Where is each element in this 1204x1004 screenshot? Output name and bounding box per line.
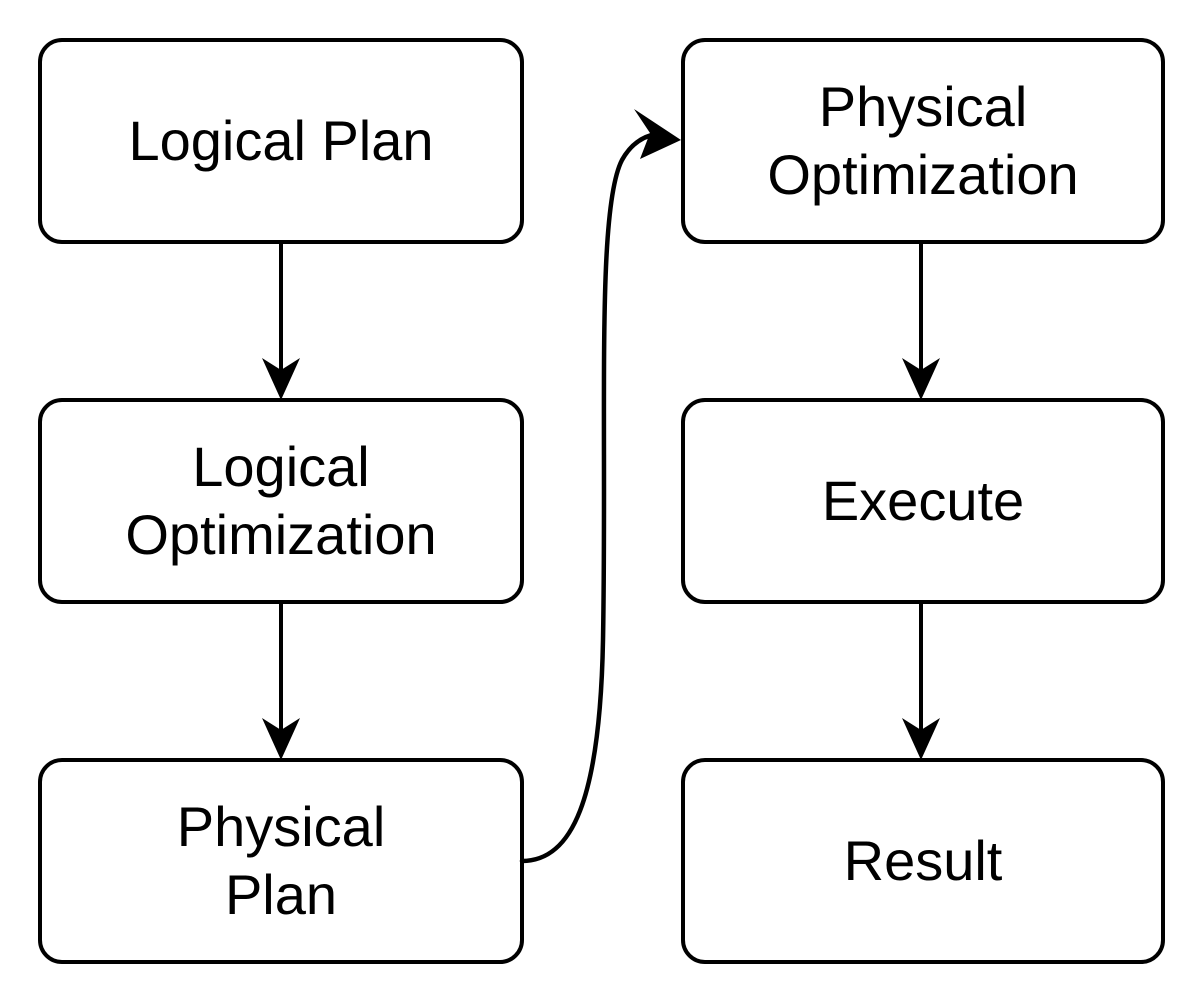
node-physical-plan[interactable]: Physical Plan — [38, 758, 524, 964]
node-execute[interactable]: Execute — [681, 398, 1165, 604]
edge-physical-plan-to-physical-optimization — [519, 109, 681, 864]
node-physical-plan-label-line-2: Plan — [225, 863, 337, 926]
node-physical-optimization-label-line-2: Optimization — [767, 143, 1078, 206]
edge-1-arrowhead-icon — [262, 358, 300, 400]
edge-3-arrowhead-icon — [634, 109, 681, 159]
node-logical-plan[interactable]: Logical Plan — [38, 38, 524, 244]
edge-4-arrowhead-icon — [902, 358, 940, 400]
node-physical-optimization[interactable]: Physical Optimization — [681, 38, 1165, 244]
node-result-label-line-1: Result — [844, 829, 1003, 892]
edge-logical-optimization-to-physical-plan — [262, 602, 300, 760]
node-physical-plan-shape[interactable] — [38, 758, 524, 964]
node-physical-plan-label-line-1: Physical — [177, 795, 386, 858]
node-logical-optimization-label-line-2: Optimization — [125, 503, 436, 566]
node-logical-optimization-shape[interactable] — [38, 398, 524, 604]
node-physical-optimization-label-line-1: Physical — [819, 75, 1028, 138]
node-physical-optimization-shape[interactable] — [681, 38, 1165, 244]
node-result-shape[interactable] — [681, 758, 1165, 964]
node-logical-optimization-label-line-1: Logical — [192, 435, 369, 498]
node-result[interactable]: Result — [681, 758, 1165, 964]
node-execute-label-line-1: Execute — [822, 469, 1024, 532]
edge-5-arrowhead-icon — [902, 718, 940, 760]
edge-logical-plan-to-logical-optimization — [262, 242, 300, 400]
edge-physical-optimization-to-execute — [902, 242, 940, 400]
edge-execute-to-result — [902, 602, 940, 760]
edge-3-curve — [519, 131, 659, 864]
node-logical-optimization[interactable]: Logical Optimization — [38, 398, 524, 604]
edge-2-arrowhead-icon — [262, 718, 300, 760]
node-logical-plan-label-line-1: Logical Plan — [128, 109, 433, 172]
